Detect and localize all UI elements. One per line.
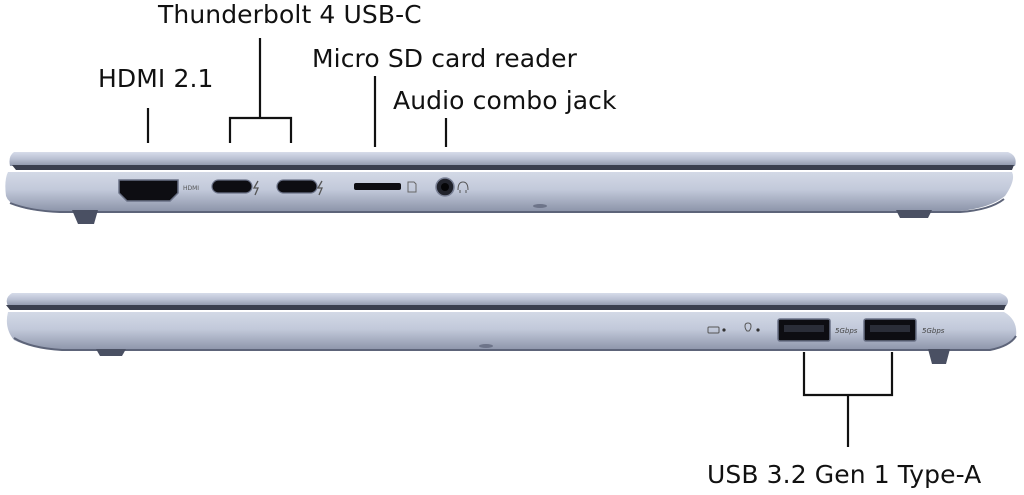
lightning-icon [316, 180, 323, 196]
foot [72, 210, 98, 224]
usb-a-label: USB 3.2 Gen 1 Type-A [707, 460, 982, 489]
foot [96, 349, 126, 356]
foot [928, 349, 950, 364]
hinge-gap [12, 165, 1014, 170]
battery-led [722, 328, 726, 332]
power-led-icon [744, 322, 752, 332]
leader-lines-bottom [802, 352, 894, 447]
laptop-left-side: HDMI [5, 152, 1016, 224]
power-led [756, 328, 760, 332]
thunderbolt-port-2 [276, 179, 318, 194]
hdmi-port [118, 179, 179, 202]
usb-speed-engraving-1: 5Gbps [835, 327, 858, 335]
thunderbolt-port-1 [211, 179, 253, 194]
lid-top [6, 293, 1008, 306]
lightning-icon [252, 180, 259, 196]
base-body [6, 312, 1017, 350]
hdmi-label: HDMI 2.1 [98, 64, 214, 93]
lid-top [9, 152, 1016, 166]
foot [896, 210, 932, 218]
thunderbolt-label: Thunderbolt 4 USB-C [158, 0, 422, 29]
sd-card-icon [407, 181, 417, 193]
battery-charging-icon [707, 326, 720, 334]
usb-speed-engraving-2: 5Gbps [922, 327, 945, 335]
hinge-gap [6, 305, 1006, 310]
hdmi-engraving: HDMI [183, 185, 199, 192]
laptop-right-side: 5Gbps 5Gbps [6, 293, 1017, 364]
microsd-label: Micro SD card reader [312, 44, 577, 73]
headset-icon [457, 181, 469, 193]
microsd-slot [354, 183, 401, 190]
leader-lines-top [146, 38, 448, 147]
audio-jack-label: Audio combo jack [393, 86, 617, 115]
